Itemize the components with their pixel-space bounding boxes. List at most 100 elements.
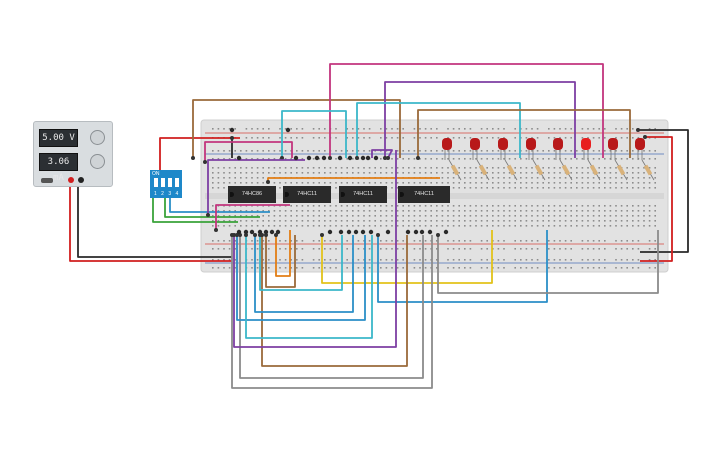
hole xyxy=(307,205,309,207)
hole xyxy=(548,182,550,184)
hole xyxy=(469,248,472,250)
hole xyxy=(447,137,449,139)
dip-switch[interactable]: ON 1 2 3 4 xyxy=(150,170,182,198)
hole xyxy=(559,220,561,222)
hole xyxy=(413,267,416,269)
hole xyxy=(452,215,455,217)
led-row[interactable] xyxy=(442,138,655,181)
hole xyxy=(447,210,449,212)
dip-key-2[interactable] xyxy=(161,178,165,187)
hole xyxy=(492,158,494,160)
hole xyxy=(480,225,483,227)
hole xyxy=(570,210,572,212)
hole xyxy=(620,220,623,222)
hole xyxy=(279,220,281,222)
hole xyxy=(380,215,382,217)
hole xyxy=(548,167,550,169)
hole xyxy=(492,150,494,152)
hole xyxy=(340,210,343,212)
hole xyxy=(497,210,500,212)
hole xyxy=(318,172,320,174)
hole xyxy=(212,182,214,184)
hole xyxy=(380,182,382,184)
hole xyxy=(531,210,533,212)
wires[interactable] xyxy=(68,63,689,389)
hole xyxy=(643,158,645,160)
hole xyxy=(598,182,600,184)
current-knob-icon[interactable] xyxy=(90,154,105,169)
chip-4[interactable]: 74HC11 xyxy=(398,186,450,203)
led-2-icon xyxy=(470,138,480,150)
dip-key-3[interactable] xyxy=(168,178,172,187)
hole xyxy=(318,205,320,207)
hole xyxy=(380,220,382,222)
hole xyxy=(598,225,600,227)
hole xyxy=(424,259,427,261)
hole xyxy=(396,150,399,152)
hole xyxy=(492,182,494,184)
hole xyxy=(251,128,253,130)
hole xyxy=(419,259,421,261)
hole xyxy=(256,128,259,130)
chip-1[interactable]: 74HC86 xyxy=(228,186,276,203)
hole xyxy=(564,215,567,217)
hole xyxy=(262,177,264,179)
hole xyxy=(508,182,511,184)
hole xyxy=(604,177,606,179)
hole xyxy=(531,225,533,227)
hole xyxy=(268,172,270,174)
hole xyxy=(564,205,567,207)
dip-key-4[interactable] xyxy=(175,178,179,187)
hole xyxy=(480,215,483,217)
hole xyxy=(391,248,393,250)
hole xyxy=(340,220,343,222)
hole xyxy=(217,225,220,227)
negative-terminal[interactable] xyxy=(78,177,84,183)
hole xyxy=(402,215,404,217)
hole xyxy=(240,182,242,184)
wire-26 xyxy=(245,235,373,339)
hole xyxy=(329,210,332,212)
hole xyxy=(626,220,628,222)
hole xyxy=(536,158,539,160)
hole xyxy=(419,150,421,152)
hole xyxy=(469,187,472,189)
hole xyxy=(352,220,354,222)
hole xyxy=(413,137,416,139)
hole xyxy=(587,167,589,169)
led-4-icon xyxy=(526,138,536,150)
power-supply[interactable]: 5.00 V 3.06 mA xyxy=(33,121,113,187)
hole xyxy=(520,167,522,169)
hole xyxy=(503,137,505,139)
hole xyxy=(290,220,292,222)
hole xyxy=(452,210,455,212)
hole xyxy=(581,177,584,179)
hole xyxy=(654,220,656,222)
hole xyxy=(503,167,505,169)
hole xyxy=(324,172,326,174)
hole xyxy=(469,220,472,222)
pin-end xyxy=(337,155,343,161)
hole xyxy=(475,167,477,169)
hole xyxy=(587,137,589,139)
power-switch[interactable] xyxy=(41,178,53,183)
hole xyxy=(548,177,550,179)
hole xyxy=(514,137,516,139)
hole xyxy=(553,167,556,169)
hole xyxy=(234,128,236,130)
hole xyxy=(301,150,304,152)
chip-3[interactable]: 74HC11 xyxy=(339,186,387,203)
hole xyxy=(436,182,438,184)
chip-2[interactable]: 74HC11 xyxy=(283,186,331,203)
positive-terminal[interactable] xyxy=(68,177,74,183)
voltage-knob-icon[interactable] xyxy=(90,130,105,145)
hole xyxy=(312,158,315,160)
dip-key-1[interactable] xyxy=(154,178,158,187)
hole xyxy=(581,182,584,184)
hole xyxy=(559,167,561,169)
hole xyxy=(245,225,248,227)
wire-33 xyxy=(207,159,305,215)
wire-end xyxy=(244,233,248,237)
current-display: 3.06 mA xyxy=(39,153,78,183)
